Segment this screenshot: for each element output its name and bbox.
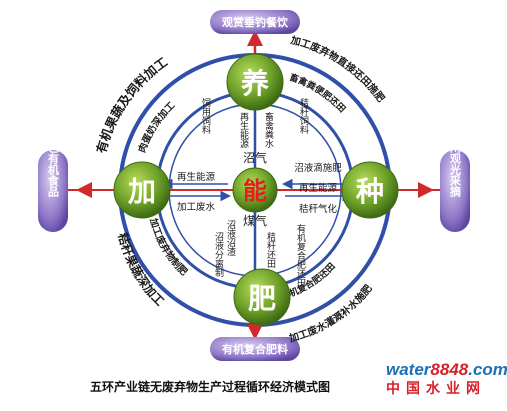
node-jia-label: 加: [128, 175, 156, 208]
ring-label-upper-left: 有机果蔬及饲料加工: [93, 54, 170, 155]
spoke-label-neng-top: 沼气: [243, 150, 267, 165]
pill-bottom: 有机复合肥料: [210, 337, 300, 361]
pill-right: 休闲观光采摘: [440, 130, 470, 232]
pill-right-label: 休闲观光采摘: [449, 130, 463, 198]
spoke-label-yang-neng-2: 畜禽粪水: [263, 111, 274, 148]
inner-label-lower-left: 加工废弃物制肥: [147, 216, 190, 278]
spoke-label-fei-zhong: 秸秆还田: [265, 231, 276, 269]
node-yang: 养: [226, 53, 284, 111]
spoke-label-yang-neng-1: 再生能源: [238, 112, 249, 149]
watermark-brand: water8848.com: [386, 360, 507, 379]
spoke-label-yang-jia: 饲用饲料: [200, 97, 211, 135]
spoke-label-fei-jia: 有机复合肥还田: [295, 223, 306, 288]
spoke-label-jia-neng-2: 加工废水: [177, 201, 216, 213]
node-fei: 肥: [233, 268, 291, 326]
spoke-label-yang-zhong: 秸秆饲料: [298, 97, 309, 135]
node-jia: 加: [113, 161, 171, 219]
spoke-label-neng-bottom: 煤气: [243, 213, 267, 228]
pill-left-label: 绿色有机食品: [47, 130, 60, 198]
node-zhong: 种: [341, 161, 399, 219]
spoke-label-zhong-neng-3: 秸秆气化: [299, 203, 338, 215]
inner-label-upper-left: 肉蛋奶深加工: [136, 100, 178, 155]
watermark-cn: 中国水业网: [386, 380, 486, 396]
spoke-label-fei-neng-1: 沼液沼渣: [225, 220, 236, 256]
pill-top-label: 观赏垂钓餐饮: [222, 15, 289, 29]
pill-top: 观赏垂钓餐饮: [210, 10, 300, 34]
node-yang-label: 养: [241, 67, 269, 100]
pill-left: 绿色有机食品: [38, 130, 68, 232]
diagram-caption: 五环产业链无废弃物生产过程循环经济模式图: [89, 380, 330, 394]
watermark-logo: water8848.com 中国水业网: [386, 360, 507, 398]
node-neng: 能: [232, 167, 278, 213]
inner-label-upper-right: 畜禽粪便肥还田: [288, 71, 348, 115]
node-fei-label: 肥: [248, 282, 276, 315]
ring-label-upper-right: 加工废弃物直接还田施肥: [288, 33, 387, 104]
spoke-label-fei-neng-2: 沼液分离制: [213, 232, 224, 277]
spoke-label-zhong-neng-1: 沼液滴施肥: [294, 162, 342, 174]
pill-bottom-label: 有机复合肥料: [222, 342, 288, 356]
node-neng-label: 能: [243, 177, 267, 205]
spoke-label-jia-neng-1: 再生能源: [177, 171, 216, 183]
node-zhong-label: 种: [356, 175, 384, 208]
spoke-label-zhong-neng-2: 再生能源: [299, 182, 338, 194]
